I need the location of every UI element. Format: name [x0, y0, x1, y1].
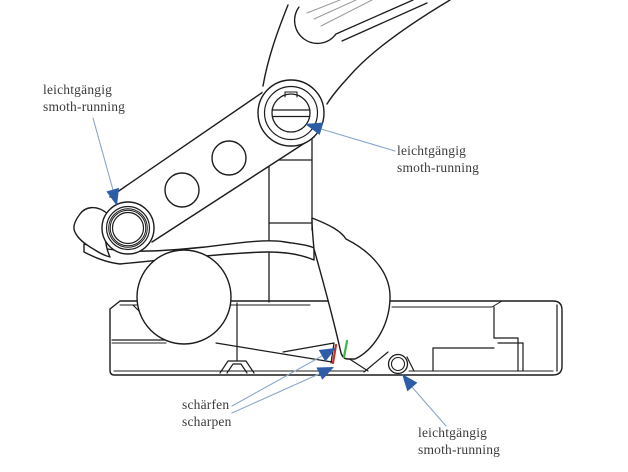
label-line: leichtgängig	[418, 425, 488, 440]
arm-hole	[164, 172, 200, 208]
leader-line-right	[320, 128, 396, 152]
label-line: leichtgängig	[397, 143, 467, 158]
leader-arrowhead-top-left	[106, 187, 119, 206]
label-line: smoth-running	[418, 441, 501, 457]
leader-line-sharpen-upper	[231, 355, 323, 407]
label-smooth-running-right: leichtgängig smoth-running	[397, 143, 479, 176]
leader-arrowhead-sharpen-upper	[318, 348, 336, 362]
foot-pad	[219, 360, 255, 374]
leader-line-sharpen-lower	[231, 373, 320, 414]
screw-boss	[257, 79, 325, 147]
label-line: scharpen	[182, 413, 232, 429]
label-smooth-running-top-left: leichtgängig smoth-running	[43, 82, 125, 115]
lever-arm	[73, 0, 451, 258]
leader-line-top-left	[92, 117, 114, 191]
hook-tip	[73, 206, 111, 258]
cutting-bed-edge	[215, 342, 333, 363]
blade	[311, 217, 391, 360]
label-line: leichtgängig	[43, 82, 113, 97]
sharpen-ledge	[282, 342, 335, 364]
label-sharpen: schärfen scharpen	[182, 397, 232, 430]
roller-bearing	[387, 353, 409, 375]
leader-arrowhead-right	[305, 122, 324, 135]
leader-line-bottom-right	[411, 386, 447, 427]
arm-hole	[211, 140, 247, 176]
handle	[262, 0, 451, 105]
leader-arrowhead-sharpen-lower	[316, 367, 334, 380]
label-line: schärfen	[182, 397, 230, 412]
sharpen-edge-red-mark	[331, 343, 338, 365]
label-smooth-running-bottom-right: leichtgängig smoth-running	[418, 425, 500, 458]
label-line: smoth-running	[397, 159, 480, 175]
grip-texture-lines	[306, 0, 373, 27]
label-line: smoth-running	[43, 98, 126, 114]
leader-arrowhead-bottom-right	[402, 374, 418, 392]
support-post	[268, 138, 313, 303]
pivot-bearing	[101, 201, 155, 255]
drive-wheel	[136, 249, 232, 345]
right-step-block	[432, 304, 558, 372]
sharpen-edge-green-mark	[342, 339, 349, 359]
